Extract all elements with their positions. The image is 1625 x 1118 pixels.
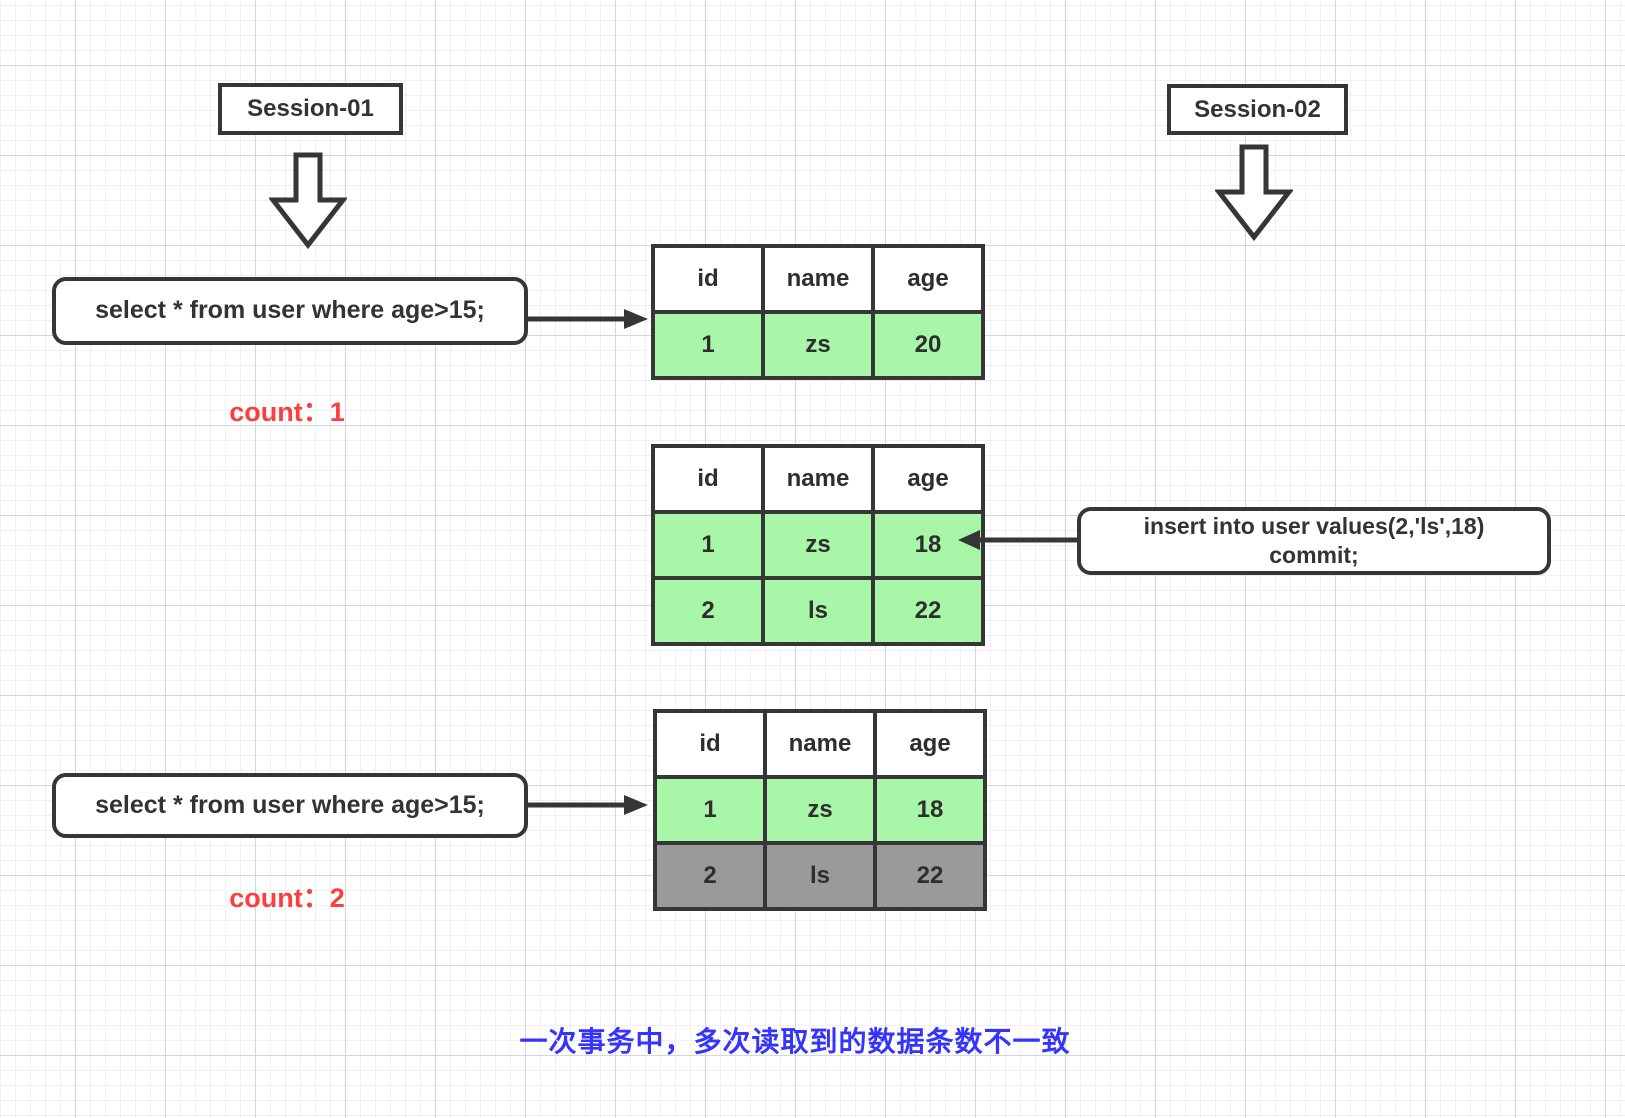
count-1-label: count：1: [229, 397, 345, 427]
query-insert-line1: insert into user values(2,'ls',18): [1143, 513, 1485, 540]
table-cell: 22: [873, 841, 987, 911]
table-row: 2 ls 22: [653, 841, 987, 911]
table-cell: zs: [763, 775, 877, 845]
table-cell: 1: [653, 775, 767, 845]
header-cell: name: [761, 444, 875, 514]
query-box-select-1: select * from user where age>15;: [52, 277, 528, 345]
header-cell: age: [871, 444, 985, 514]
table-cell: ls: [761, 576, 875, 646]
query-box-select-2: select * from user where age>15;: [52, 773, 528, 838]
header-cell: age: [871, 244, 985, 314]
query-select-1-text: select * from user where age>15;: [95, 296, 485, 325]
header-cell: id: [653, 709, 767, 779]
count-2-label: count：2: [229, 883, 345, 913]
header-cell: name: [763, 709, 877, 779]
table-row: 1 zs 20: [651, 310, 985, 380]
table-row: 1 zs 18: [653, 775, 987, 845]
query-insert-line2: commit;: [1269, 542, 1359, 568]
table-header-row: id name age: [651, 244, 985, 314]
table-cell: ls: [763, 841, 877, 911]
arrow-right-icon: [524, 792, 650, 818]
header-cell: name: [761, 244, 875, 314]
arrow-right-icon: [524, 306, 650, 332]
query-select-2-text: select * from user where age>15;: [95, 790, 485, 819]
session-01-box: Session-01: [218, 83, 403, 135]
session-02-box: Session-02: [1167, 84, 1348, 135]
table-cell: 2: [653, 841, 767, 911]
table-cell: zs: [761, 310, 875, 380]
table-cell: 18: [871, 510, 985, 580]
down-arrow-icon: [1215, 144, 1293, 242]
table-cell: 20: [871, 310, 985, 380]
table-row: 1 zs 18: [651, 510, 985, 580]
header-cell: id: [651, 244, 765, 314]
table-cell: zs: [761, 510, 875, 580]
table-cell: 18: [873, 775, 987, 845]
table-header-row: id name age: [653, 709, 987, 779]
result-table-1: id name age 1 zs 20: [651, 244, 985, 380]
session-01-label: Session-01: [247, 95, 374, 122]
table-cell: 1: [651, 510, 765, 580]
query-box-insert: insert into user values(2,'ls',18) commi…: [1077, 507, 1551, 575]
table-header-row: id name age: [651, 444, 985, 514]
diagram-caption: 一次事务中，多次读取到的数据条数不一致: [519, 1026, 1071, 1057]
result-table-3: id name age 1 zs 18 2 ls 22: [653, 709, 987, 911]
result-table-2: id name age 1 zs 18 2 ls 22: [651, 444, 985, 646]
down-arrow-icon: [269, 152, 347, 250]
table-cell: 1: [651, 310, 765, 380]
arrow-left-icon: [958, 527, 1080, 553]
table-cell: 2: [651, 576, 765, 646]
table-cell: 22: [871, 576, 985, 646]
table-row: 2 ls 22: [651, 576, 985, 646]
header-cell: age: [873, 709, 987, 779]
session-02-label: Session-02: [1194, 95, 1321, 123]
header-cell: id: [651, 444, 765, 514]
